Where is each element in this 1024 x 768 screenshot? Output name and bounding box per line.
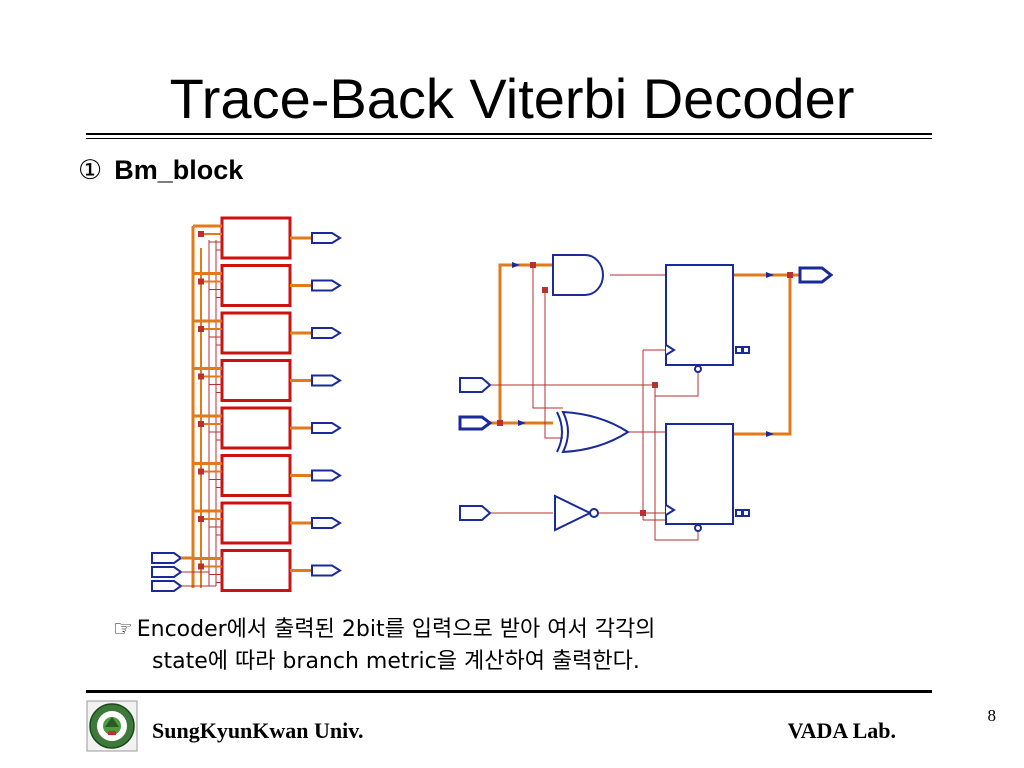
junction <box>198 231 204 237</box>
output-port <box>311 469 342 482</box>
junction <box>198 421 204 427</box>
input-port-b <box>458 415 493 431</box>
output-port <box>311 517 342 529</box>
flip-flop-bottom <box>665 423 734 525</box>
section-number: ① <box>78 155 103 186</box>
input-port-c <box>459 505 492 521</box>
footer-lab: VADA Lab. <box>787 718 896 743</box>
register-block <box>220 406 292 450</box>
junction <box>198 373 204 380</box>
register-block <box>220 216 292 260</box>
junction <box>198 563 204 570</box>
description: ☞Encoder에서 출력된 2bit를 입력으로 받아 여서 각각의 stat… <box>113 614 655 678</box>
description-line-1: Encoder에서 출력된 2bit를 입력으로 받아 여서 각각의 <box>136 617 656 642</box>
register-block <box>220 311 292 355</box>
description-line-2: state에 따라 branch metric을 계산하여 출력한다. <box>152 649 640 674</box>
section-heading: ① Bm_block <box>78 152 243 189</box>
register-block <box>220 359 292 402</box>
register-block <box>220 264 292 307</box>
output-port <box>311 232 342 244</box>
register-stack <box>151 216 342 592</box>
input-port-3 <box>151 580 183 592</box>
output-port <box>311 327 342 339</box>
section-label: Bm_block <box>114 155 244 185</box>
footer-university: SungKyunKwan Univ. <box>152 718 364 743</box>
flip-flop-top <box>665 264 734 366</box>
junction <box>198 468 204 475</box>
xor-gate <box>556 410 630 454</box>
title-rule-thick <box>86 133 932 135</box>
university-seal-icon <box>86 700 138 752</box>
output-port <box>311 374 342 387</box>
junction <box>198 326 204 332</box>
junction <box>198 516 204 522</box>
page-number: 8 <box>987 706 997 725</box>
input-port-a <box>459 377 492 393</box>
footer-rule <box>86 690 932 693</box>
register-block <box>220 501 292 545</box>
output-port <box>311 422 342 434</box>
output-port <box>311 279 342 292</box>
pointing-hand-icon: ☞ <box>113 617 133 642</box>
output-port <box>311 564 342 577</box>
not-gate <box>554 494 599 532</box>
input-port-1 <box>151 552 183 564</box>
output-port <box>798 266 834 284</box>
page-title: Trace-Back Viterbi Decoder <box>169 67 855 130</box>
junction <box>198 278 204 285</box>
input-port-2 <box>151 566 183 578</box>
register-block <box>220 549 292 592</box>
title-rule-thin <box>86 138 932 139</box>
and-gate <box>552 254 604 296</box>
register-block <box>220 454 292 497</box>
logic-circuit <box>458 254 834 541</box>
